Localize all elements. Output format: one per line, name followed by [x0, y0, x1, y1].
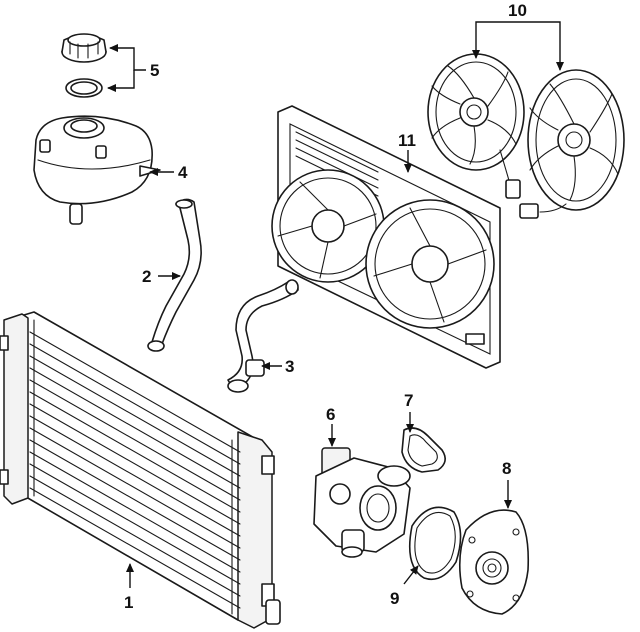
expansion-reservoir[interactable] — [33, 115, 161, 225]
callout-4: 4 — [178, 163, 188, 182]
radiator[interactable] — [0, 311, 281, 629]
fan-assembly-right[interactable] — [519, 69, 625, 219]
upper-radiator-hose[interactable] — [147, 198, 202, 352]
callout-5: 5 — [150, 61, 159, 80]
callout-6: 6 — [326, 405, 335, 424]
callout-8: 8 — [502, 459, 511, 478]
callout-10: 10 — [508, 1, 527, 20]
lower-radiator-hose[interactable] — [227, 279, 299, 393]
callout-9: 9 — [390, 589, 399, 608]
water-pump[interactable] — [458, 509, 530, 615]
callout-3: 3 — [285, 357, 294, 376]
callout-2: 2 — [142, 267, 151, 286]
callout-11: 11 — [398, 131, 416, 150]
callout-1: 1 — [124, 593, 133, 612]
cap-seal-ring[interactable] — [65, 78, 103, 98]
leader-lines — [107, 21, 564, 588]
fan-shroud[interactable] — [271, 105, 501, 369]
housing-gasket[interactable] — [401, 427, 446, 473]
fan-assembly-left[interactable] — [427, 53, 525, 199]
reservoir-cap[interactable] — [61, 33, 107, 63]
thermostat-housing[interactable] — [313, 447, 411, 558]
water-pump-gasket[interactable] — [408, 506, 462, 581]
callout-7: 7 — [404, 391, 413, 410]
